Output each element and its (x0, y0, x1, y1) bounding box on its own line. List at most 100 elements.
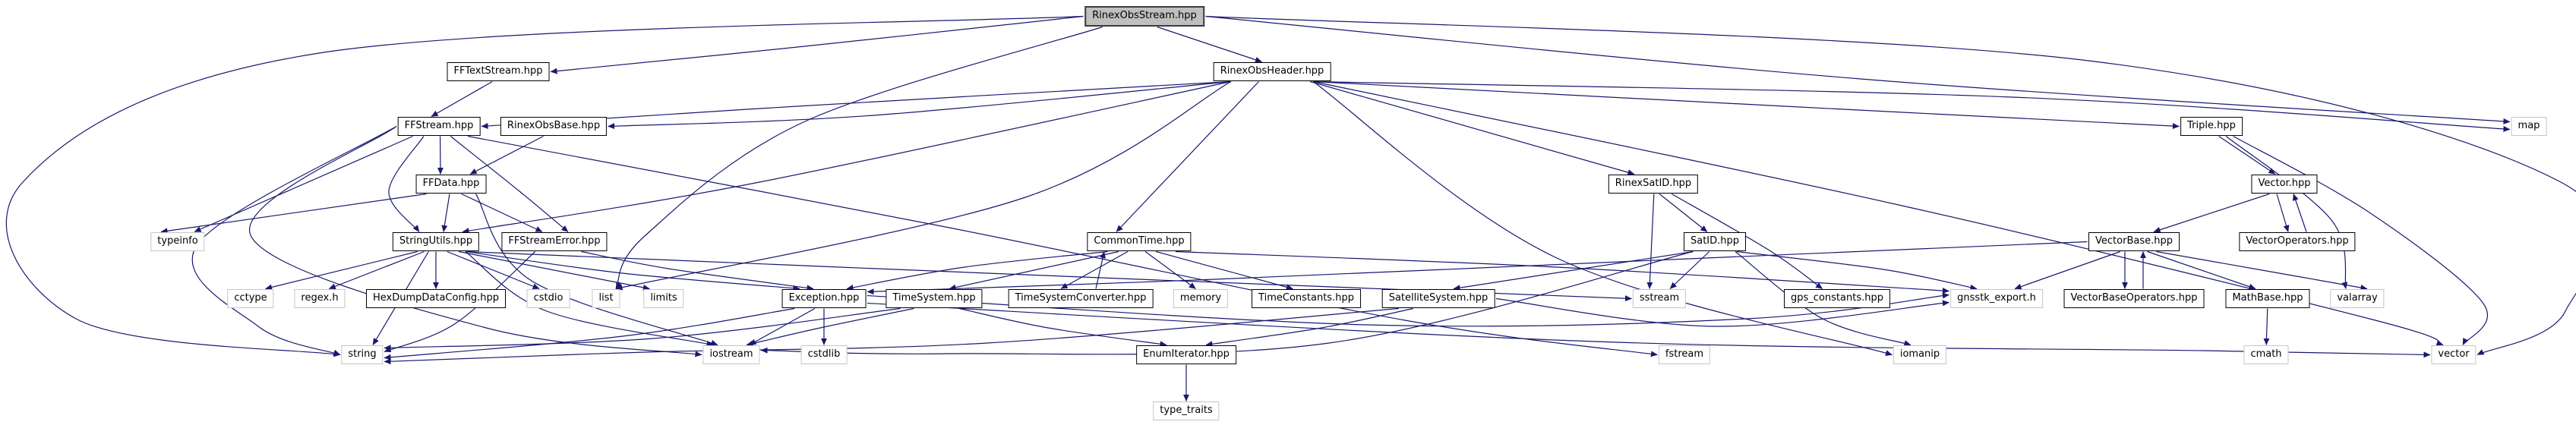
edge-rinexobsheader-to-triple (1313, 80, 2180, 130)
node-satellitesystem[interactable]: SatelliteSystem.hpp (1381, 289, 1495, 308)
edge-vectorhpp-to-vectorbase (2153, 193, 2270, 233)
edge-commontime-to-exception (846, 250, 1108, 291)
edge-ffstream-to-ffstreamerror (450, 136, 569, 232)
node-vectorhpp[interactable]: Vector.hpp (2251, 175, 2318, 194)
node-iomanip: iomanip (1893, 345, 1947, 364)
edge-rinexobsheader-to-map (1313, 80, 2511, 132)
node-cmath: cmath (2243, 345, 2289, 364)
edge-satid-to-satellitesystem (1453, 250, 1694, 291)
edge-ffdata-to-ffstreamerror (461, 193, 543, 233)
edge-ffstream-to-string (191, 125, 397, 356)
node-triple[interactable]: Triple.hpp (2180, 117, 2243, 136)
node-cstdlib: cstdlib (800, 345, 848, 364)
edge-rinexobsheader-to-vector (1313, 80, 2444, 346)
edge-commontime-to-timesystemconverter (1060, 250, 1129, 290)
edge-stringutils-to-exception (466, 250, 800, 291)
edge-vectorbase-to-exception (867, 241, 2088, 295)
edge-timesystem-to-enumiterator (959, 307, 1167, 348)
edge-ffdata-to-stringutils (441, 194, 450, 232)
edge-satellitesystem-to-enumiterator (1205, 307, 1413, 348)
edge-rinexsatid-to-sstream (1646, 194, 1655, 289)
node-typetraits: type_traits (1153, 401, 1220, 420)
edge-satid-to-sstream (1669, 251, 1710, 289)
edge-triple-to-vector (2233, 135, 2489, 345)
node-ffstream[interactable]: FFStream.hpp (397, 117, 481, 136)
node-rinexobsbase[interactable]: RinexObsBase.hpp (500, 117, 608, 136)
node-commontime[interactable]: CommonTime.hpp (1087, 232, 1192, 251)
edge-triple-to-vectorhpp (2218, 136, 2276, 175)
node-gnsstkexport: gnsstk_export.h (1950, 289, 2043, 308)
edge-vectorbase-to-valarray (2156, 250, 2368, 291)
node-mathbase[interactable]: MathBase.hpp (2225, 289, 2310, 308)
node-typeinfo: typeinfo (150, 232, 205, 251)
node-rinexsatid[interactable]: RinexSatID.hpp (1608, 175, 1699, 194)
edge-commontime-to-timeconstants (1155, 250, 1293, 291)
edge-rinexobsbase-to-ffdata (469, 135, 544, 175)
node-vectorbase[interactable]: VectorBase.hpp (2088, 232, 2180, 251)
edge-vectorbase-to-gnsstkexport (2014, 250, 2121, 290)
node-vectorbaseoperators[interactable]: VectorBaseOperators.hpp (2063, 289, 2205, 308)
edge-exception-to-iostream (749, 307, 816, 346)
node-hexdump[interactable]: HexDumpDataConfig.hpp (365, 289, 507, 308)
edge-stringutils-to-limits (458, 250, 650, 291)
edge-exception-to-vector (867, 302, 2431, 358)
node-map: map (2511, 117, 2547, 136)
edge-commontime-to-memory (1144, 251, 1196, 289)
edge-rinexobsheader-to-commontime (1116, 81, 1259, 232)
edge-commontime-to-gnsstkexport (1175, 250, 1949, 294)
edge-ffstreamerror-to-exception (581, 250, 814, 291)
node-timeconstants[interactable]: TimeConstants.hpp (1252, 289, 1361, 308)
node-enumiterator[interactable]: EnumIterator.hpp (1136, 345, 1236, 364)
node-ffstreamerror[interactable]: FFStreamError.hpp (501, 232, 608, 251)
edge-rinexobsheader-to-rinexobsbase (608, 80, 1231, 130)
edge-satellitesystem-to-gnsstkexport (1495, 298, 1949, 327)
node-vectoroperators[interactable]: VectorOperators.hpp (2239, 232, 2356, 251)
edge-exception-to-string (384, 307, 795, 360)
edge-rinexobsstream-to-rinexobsheader (1157, 26, 1262, 63)
edge-stringutils-to-regexh (328, 250, 425, 290)
node-regexh: regex.h (294, 289, 346, 308)
node-fstream: fstream (1658, 345, 1711, 364)
edge-rinexobsstream-to-map (1205, 15, 2511, 124)
node-rinexobsheader[interactable]: RinexObsHeader.hpp (1213, 62, 1331, 81)
edge-rinexobsheader-to-list (615, 80, 1232, 291)
edge-rinexsatid-to-satid (1659, 194, 1708, 232)
edge-ffstreamerror-to-string (384, 251, 536, 353)
node-memory: memory (1173, 289, 1229, 308)
edge-rinexobsstream-to-string (5, 15, 1084, 357)
node-rinexobsstream: RinexObsStream.hpp (1084, 6, 1204, 27)
edge-fftextstream-to-ffstream (431, 80, 493, 118)
edge-rinexobsheader-to-stringutils (462, 80, 1231, 235)
edge-stringutils-to-cctype (265, 250, 418, 291)
edge-satid-to-iomanip (1735, 251, 1911, 346)
edge-vectorbase-to-mathbase (2147, 250, 2256, 290)
edge-commontime-to-timesystem (949, 250, 1119, 291)
edge-ffstream-to-fstream (468, 135, 1658, 357)
node-limits: limits (643, 289, 684, 308)
node-string: string (341, 345, 384, 364)
node-iostream: iostream (702, 345, 760, 364)
edge-vectorhpp-to-vectoroperators (2276, 194, 2290, 232)
node-ffdata[interactable]: FFData.hpp (415, 175, 487, 194)
node-timesystem[interactable]: TimeSystem.hpp (886, 289, 983, 308)
edge-rinexsatid-to-gpsconstants (1671, 193, 1823, 289)
node-exception[interactable]: Exception.hpp (781, 289, 867, 308)
edge-rinexobsstream-to-list (615, 26, 1103, 289)
edge-rinexobsstream-to-vector (1205, 15, 2576, 356)
edge-ffdata-to-typeinfo (160, 193, 427, 235)
edge-ffstream-to-iostream (248, 126, 702, 357)
edge-ffstream-to-stringutils (388, 136, 425, 232)
node-vector: vector (2431, 345, 2477, 364)
edge-timesystem-to-string (384, 307, 901, 351)
node-satid[interactable]: SatID.hpp (1683, 232, 1747, 251)
node-timesystemconverter[interactable]: TimeSystemConverter.hpp (1008, 289, 1154, 308)
edge-timesystemconverter-to-commontime (1095, 251, 1106, 289)
edge-stringutils-to-iostream (465, 251, 714, 347)
edge-rinexobsheader-to-rinexsatid (1310, 80, 1635, 175)
node-gpsconstants[interactable]: gps_constants.hpp (1784, 289, 1890, 308)
node-list: list (592, 289, 620, 308)
edge-rinexobsstream-to-fftextstream (550, 15, 1084, 74)
node-stringutils[interactable]: StringUtils.hpp (392, 232, 480, 251)
node-fftextstream[interactable]: FFTextStream.hpp (447, 62, 550, 81)
